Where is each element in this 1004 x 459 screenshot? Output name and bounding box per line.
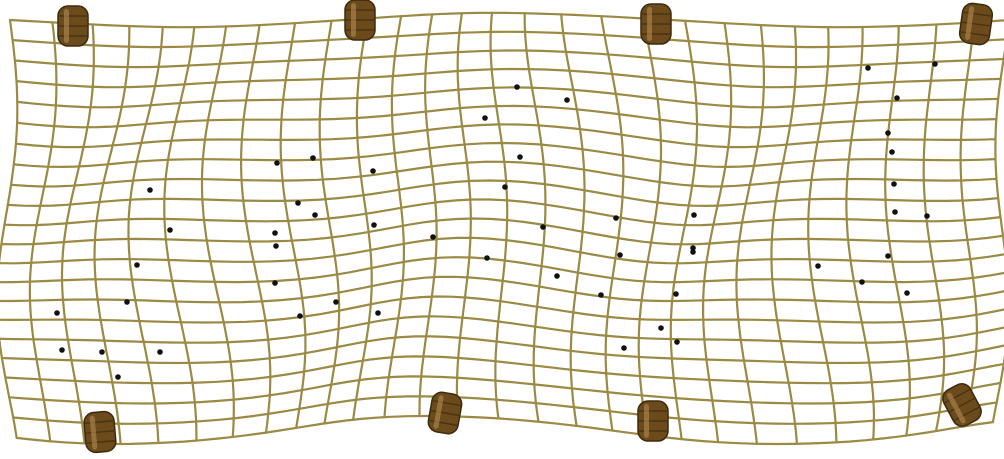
dot xyxy=(59,347,65,353)
net-column-line xyxy=(772,27,797,444)
net-row-line xyxy=(8,181,998,206)
net-row-line xyxy=(17,69,1001,87)
net-column-line xyxy=(320,21,339,424)
dot xyxy=(617,252,623,258)
net-row-line xyxy=(2,336,1004,363)
net-row-line xyxy=(0,316,1004,342)
net-column-line xyxy=(281,23,306,428)
net-row-line xyxy=(17,416,993,444)
float-icon xyxy=(638,401,668,441)
dot xyxy=(865,65,871,71)
net-column-line xyxy=(601,16,623,430)
net-floats xyxy=(58,0,994,453)
dot xyxy=(891,181,897,187)
dot xyxy=(673,291,679,297)
dot xyxy=(312,212,318,218)
dot xyxy=(134,262,140,268)
net-column-line xyxy=(561,14,584,426)
dot xyxy=(124,299,130,305)
dot xyxy=(885,253,891,259)
float-icon xyxy=(345,0,375,40)
float-icon xyxy=(58,6,88,46)
net-mesh xyxy=(0,13,1004,444)
dot xyxy=(690,249,696,255)
net-column-line xyxy=(525,13,546,422)
dot xyxy=(613,215,619,221)
net-column-line xyxy=(924,25,944,432)
net-column-line xyxy=(993,20,1004,422)
dot xyxy=(430,234,436,240)
dot xyxy=(564,97,570,103)
dot xyxy=(272,280,278,286)
dot xyxy=(892,209,898,215)
dot xyxy=(482,115,488,121)
net-column-line xyxy=(846,27,874,440)
dot xyxy=(598,292,604,298)
dot xyxy=(517,154,523,160)
net-column-line xyxy=(0,20,17,438)
dot xyxy=(815,263,821,269)
float-icon xyxy=(83,411,116,453)
dot xyxy=(375,310,381,316)
net-column-line xyxy=(491,13,508,419)
net-column-line xyxy=(808,27,836,442)
dot xyxy=(297,313,303,319)
dot xyxy=(894,95,900,101)
dot xyxy=(54,310,60,316)
dot xyxy=(371,222,377,228)
net-column-line xyxy=(129,27,163,443)
dot xyxy=(859,279,865,285)
float-icon xyxy=(641,4,671,44)
dot xyxy=(674,339,680,345)
dot xyxy=(310,155,316,161)
dot xyxy=(554,273,560,279)
dot xyxy=(295,200,301,206)
float-icon xyxy=(958,2,993,46)
net-row-line xyxy=(15,51,1004,68)
dot xyxy=(115,374,121,380)
net-row-line xyxy=(10,13,1004,27)
net-column-line xyxy=(961,22,977,426)
dot xyxy=(272,230,278,236)
dot xyxy=(157,349,163,355)
dot xyxy=(540,224,546,230)
net-column-line xyxy=(202,27,234,438)
dot xyxy=(370,168,376,174)
dot xyxy=(514,84,520,90)
dot xyxy=(99,349,105,355)
dot xyxy=(502,184,508,190)
net-row-line xyxy=(17,87,998,107)
net-column-line xyxy=(241,25,270,433)
net-column-line xyxy=(885,26,910,436)
net-row-line xyxy=(5,356,1003,383)
dot xyxy=(904,290,910,296)
net-column-line xyxy=(457,13,471,416)
dot xyxy=(484,255,490,261)
dot xyxy=(333,299,339,305)
float-icon xyxy=(427,391,463,436)
net-column-line xyxy=(671,21,697,439)
dot xyxy=(691,212,697,218)
dot xyxy=(274,160,280,166)
net-row-line xyxy=(5,200,1001,226)
dot xyxy=(167,227,173,233)
dot xyxy=(621,345,627,351)
dot xyxy=(147,187,153,193)
dot xyxy=(932,61,938,67)
dot xyxy=(885,130,891,136)
net-column-line xyxy=(164,27,196,440)
dot xyxy=(924,213,930,219)
net-column-line xyxy=(639,18,661,435)
dot xyxy=(889,149,895,155)
dot xyxy=(658,325,664,331)
dot xyxy=(273,243,279,249)
